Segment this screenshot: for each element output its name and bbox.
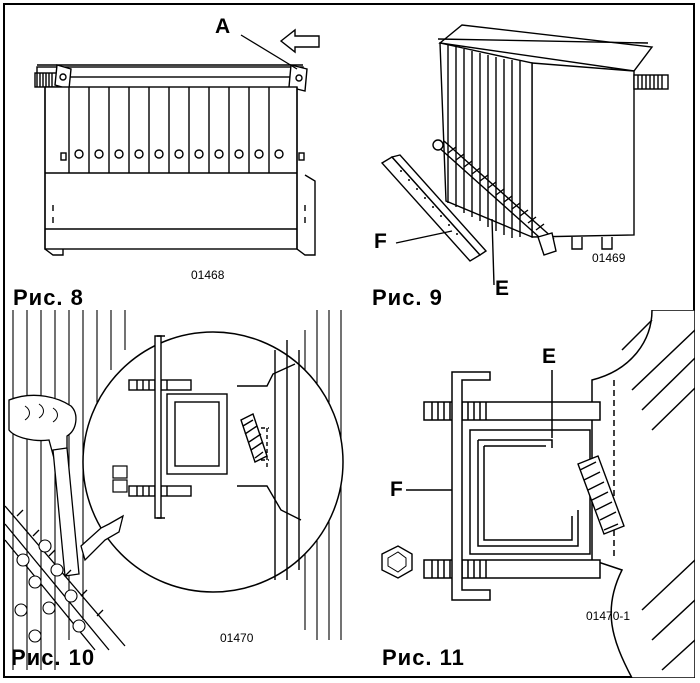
label-f: F [390, 478, 403, 501]
figure-10-code: 01470 [220, 631, 254, 645]
figure-8: A 01468 Рис. 8 [5, 5, 350, 310]
figure-8-drawing [34, 28, 320, 256]
label-e: E [542, 345, 557, 368]
figure-10-drawing [5, 310, 344, 670]
figure-10: 01470 Рис. 10 [5, 310, 350, 678]
figure-9-caption: Рис. 9 [372, 285, 443, 310]
figure-9-code: 01469 [592, 251, 626, 265]
figure-11: E F 01470-1 Рис. 11 [352, 310, 695, 678]
label-a: A [215, 15, 231, 38]
label-e: E [495, 277, 510, 300]
label-f: F [374, 230, 387, 253]
figure-11-drawing [381, 310, 695, 678]
figure-11-code: 01470-1 [586, 609, 631, 623]
figure-9: F E 01469 Рис. 9 [352, 5, 695, 310]
figure-10-caption: Рис. 10 [11, 645, 96, 670]
figure-9-drawing [380, 24, 669, 286]
figure-8-code: 01468 [191, 268, 225, 282]
figure-11-caption: Рис. 11 [382, 645, 465, 670]
figure-8-caption: Рис. 8 [13, 285, 84, 310]
